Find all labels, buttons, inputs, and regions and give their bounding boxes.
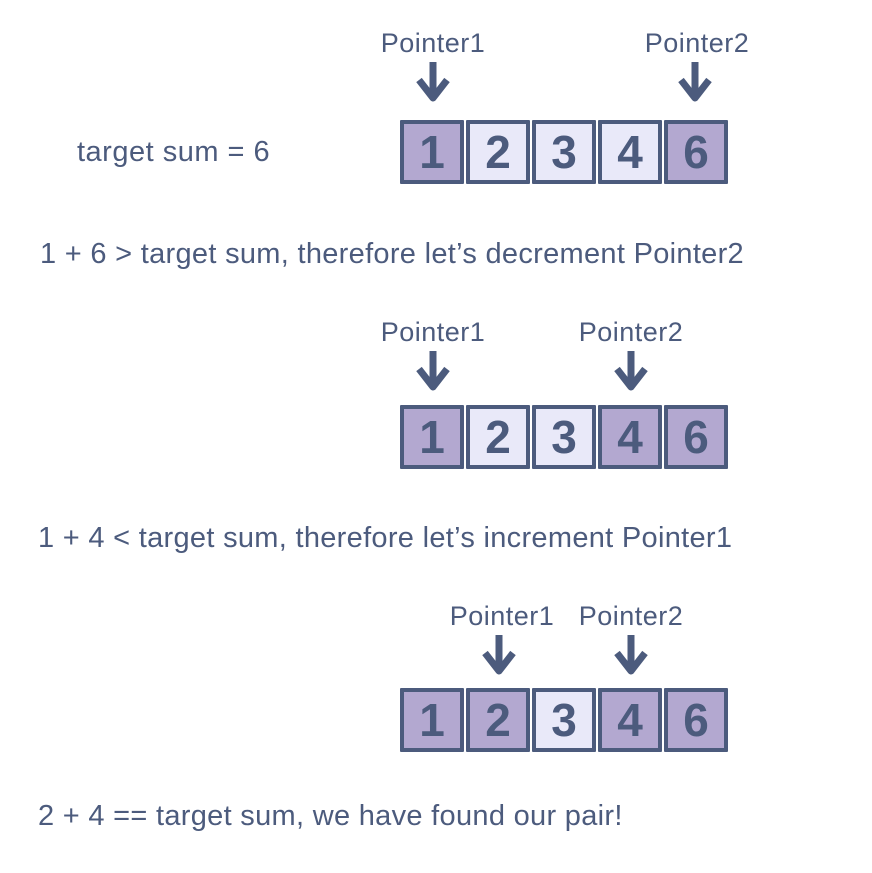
pointer2-label: Pointer2 — [578, 317, 684, 347]
array-step-3: 1 2 3 4 6 — [400, 688, 728, 752]
pointer2-arrow-icon — [678, 62, 712, 102]
cell-value: 3 — [551, 411, 577, 463]
cell-value: 4 — [617, 126, 643, 178]
array-cell: 6 — [664, 120, 728, 184]
cell-value: 3 — [551, 126, 577, 178]
pointer2-arrow-icon — [614, 635, 648, 675]
pointer2-label: Pointer2 — [644, 28, 750, 58]
array-cell: 4 — [598, 405, 662, 469]
array-cell: 3 — [532, 688, 596, 752]
array-cell: 2 — [466, 405, 530, 469]
array-cell: 4 — [598, 688, 662, 752]
cell-value: 2 — [485, 411, 511, 463]
cell-value: 6 — [683, 694, 709, 746]
pointer1-arrow-icon — [482, 635, 516, 675]
cell-value: 4 — [617, 694, 643, 746]
array-cell: 3 — [532, 120, 596, 184]
cell-value: 3 — [551, 694, 577, 746]
pointer1-label: Pointer1 — [449, 601, 555, 631]
step-caption: 2 + 4 == target sum, we have found our p… — [38, 800, 623, 832]
pointer1-arrow-icon — [416, 62, 450, 102]
step-caption: 1 + 6 > target sum, therefore let’s decr… — [40, 238, 744, 270]
step-caption: 1 + 4 < target sum, therefore let’s incr… — [38, 522, 733, 554]
array-cell: 3 — [532, 405, 596, 469]
pointer1-label: Pointer1 — [380, 317, 486, 347]
array-step-1: 1 2 3 4 6 — [400, 120, 728, 184]
cell-value: 6 — [683, 411, 709, 463]
target-sum-label: target sum = 6 — [77, 136, 271, 168]
array-cell: 4 — [598, 120, 662, 184]
pointer1-arrow-icon — [416, 351, 450, 391]
array-cell: 1 — [400, 688, 464, 752]
cell-value: 2 — [485, 126, 511, 178]
array-cell: 1 — [400, 405, 464, 469]
array-step-2: 1 2 3 4 6 — [400, 405, 728, 469]
pointer2-arrow-icon — [614, 351, 648, 391]
array-cell: 6 — [664, 405, 728, 469]
cell-value: 2 — [485, 694, 511, 746]
array-cell: 1 — [400, 120, 464, 184]
array-cell: 6 — [664, 688, 728, 752]
cell-value: 4 — [617, 411, 643, 463]
array-cell: 2 — [466, 120, 530, 184]
cell-value: 1 — [419, 126, 445, 178]
pointer2-label: Pointer2 — [578, 601, 684, 631]
cell-value: 6 — [683, 126, 709, 178]
pointer1-label: Pointer1 — [380, 28, 486, 58]
cell-value: 1 — [419, 411, 445, 463]
cell-value: 1 — [419, 694, 445, 746]
array-cell: 2 — [466, 688, 530, 752]
